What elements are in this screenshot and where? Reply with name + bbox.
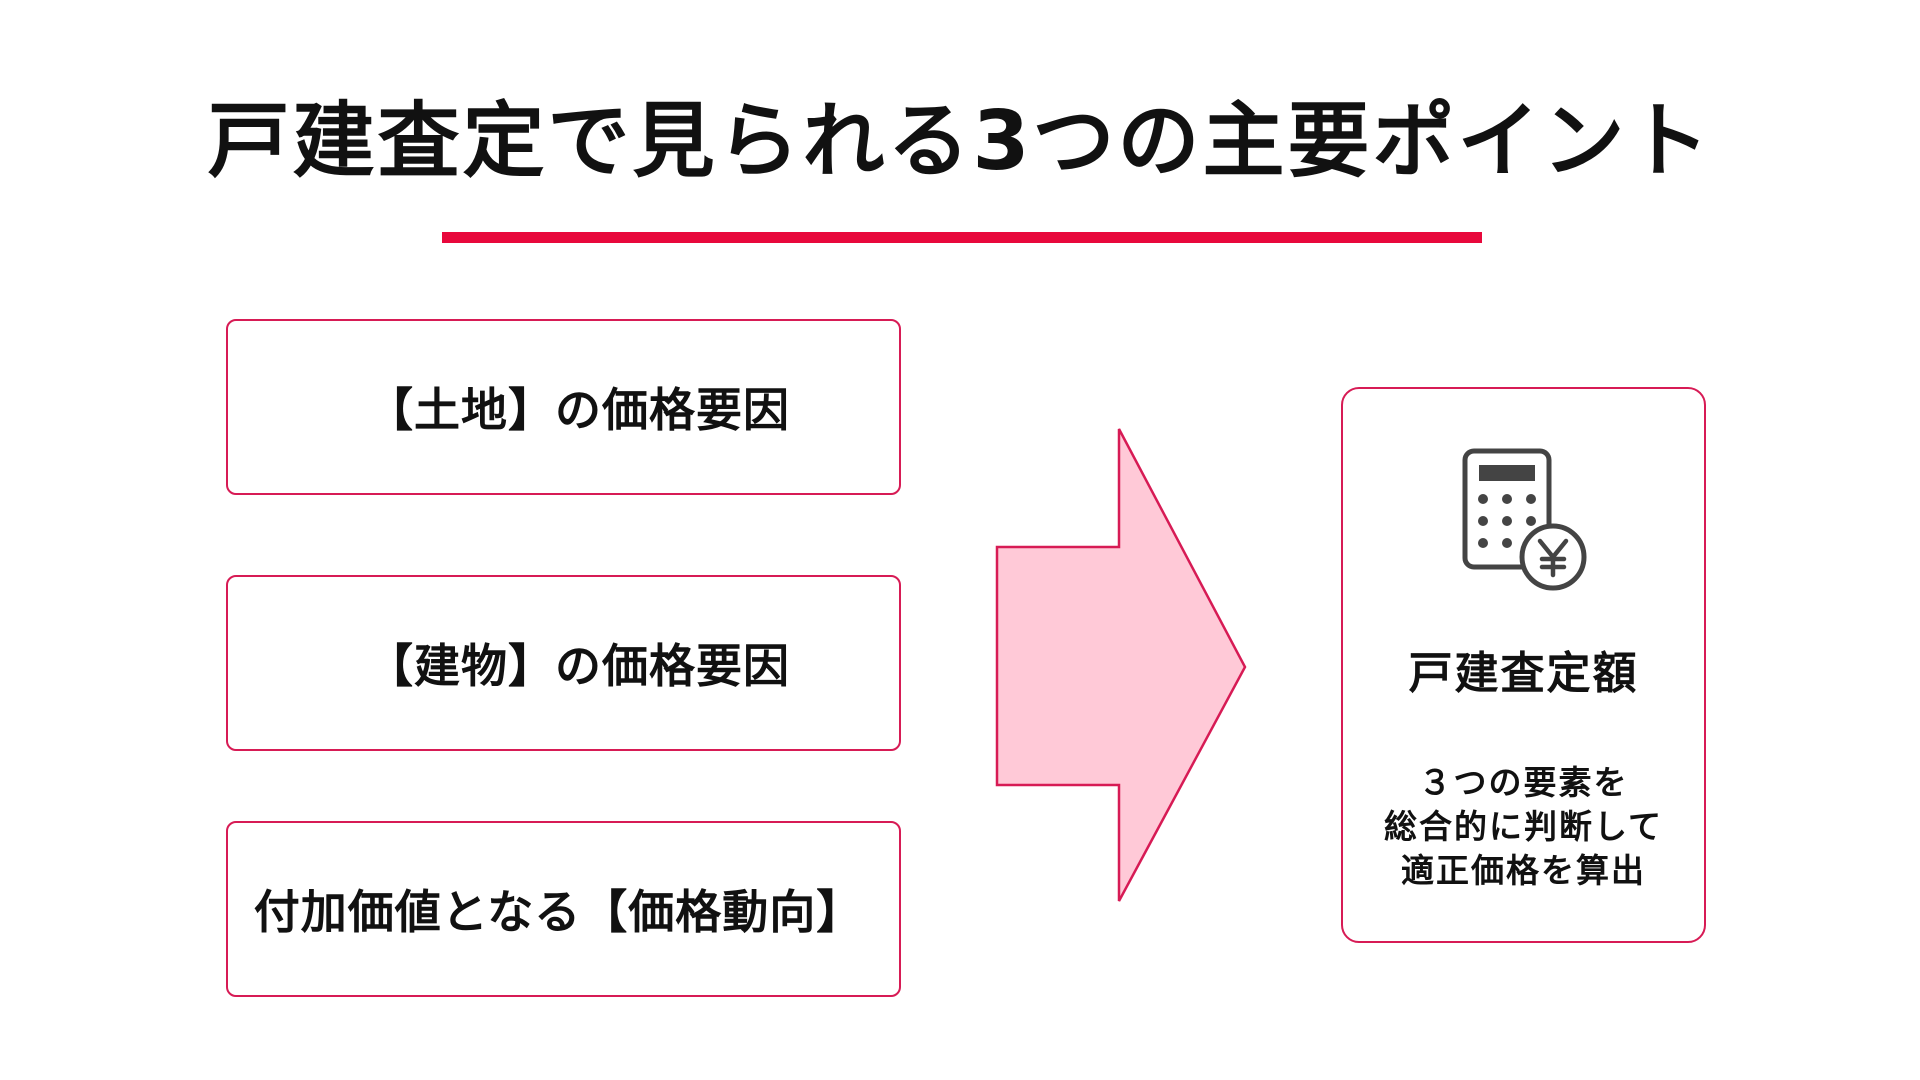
result-description-line: ３つの要素を bbox=[1418, 763, 1629, 802]
right-arrow-icon bbox=[995, 428, 1247, 902]
page-title: 戸建査定で見られる3つの主要ポイント bbox=[207, 94, 1713, 189]
factor-box-land: 【土地】の価格要因 bbox=[226, 319, 901, 495]
title-underline bbox=[442, 232, 1482, 243]
result-description: ３つの要素を 総合的に判断して 適正価格を算出 bbox=[1343, 761, 1704, 893]
calculator-yen-icon bbox=[1462, 448, 1587, 591]
factor-box-building: 【建物】の価格要因 bbox=[226, 575, 901, 751]
factor-label-land: 【土地】の価格要因 bbox=[367, 383, 790, 437]
factor-box-price-trend: 付加価値となる【価格動向】 bbox=[226, 821, 901, 997]
factor-label-building: 【建物】の価格要因 bbox=[367, 639, 790, 693]
result-title: 戸建査定額 bbox=[1408, 648, 1639, 699]
result-box: 戸建査定額 ３つの要素を 総合的に判断して 適正価格を算出 bbox=[1341, 387, 1706, 943]
result-description-line: 総合的に判断して bbox=[1383, 807, 1663, 846]
result-description-line: 適正価格を算出 bbox=[1401, 851, 1646, 890]
factor-label-price-trend: 付加価値となる【価格動向】 bbox=[253, 885, 864, 939]
